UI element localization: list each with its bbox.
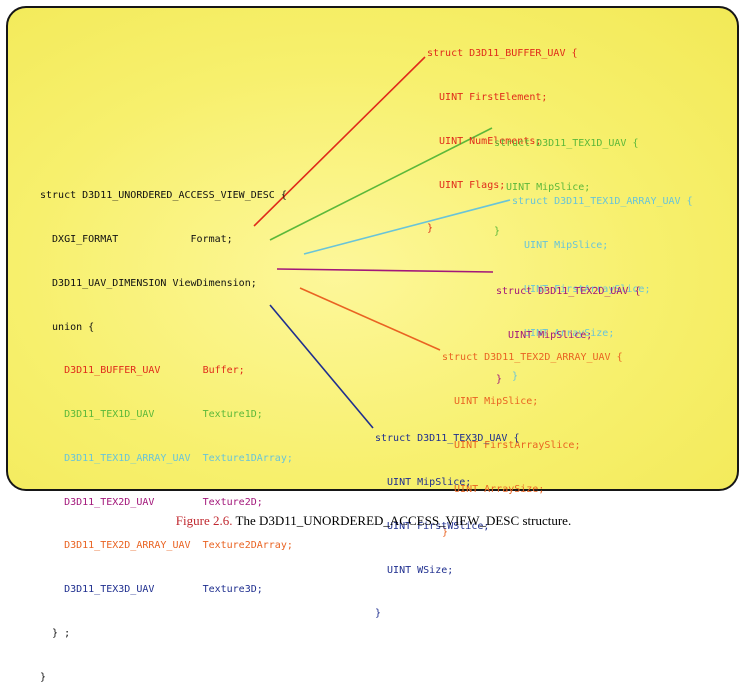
- figure-caption: Figure 2.6. The D3D11_UNORDERED_ACCESS_V…: [0, 513, 747, 529]
- struct-header: struct D3D11_TEX1D_UAV {: [494, 138, 639, 150]
- struct-field: UINT ArraySize;: [512, 327, 615, 339]
- struct-close: }: [494, 225, 501, 237]
- union-member-texture1d-array: D3D11_TEX1D_ARRAY_UAV Texture1DArray;: [40, 452, 293, 467]
- struct-field: UINT NumElements;: [427, 135, 542, 147]
- member-name: Buffer;: [202, 365, 245, 377]
- member-type: D3D11_TEX1D_UAV: [40, 409, 203, 421]
- struct-header: struct D3D11_TEX1D_ARRAY_UAV {: [512, 196, 693, 208]
- struct-field: UINT FirstElement;: [427, 91, 548, 103]
- union-member-texture2d: D3D11_TEX2D_UAV Texture2D;: [40, 496, 293, 511]
- format-field: DXGI_FORMAT Format;: [40, 233, 233, 245]
- member-type: D3D11_TEX2D_UAV: [40, 496, 203, 508]
- view-dimension-field: D3D11_UAV_DIMENSION ViewDimension;: [40, 277, 257, 289]
- struct-field: UINT MipSlice;: [375, 476, 472, 488]
- struct-header: struct D3D11_TEX2D_UAV {: [496, 286, 641, 298]
- struct-field: UINT FirstWSlice;: [375, 520, 490, 532]
- member-name: Texture1DArray;: [202, 452, 293, 464]
- member-name: Texture2D;: [202, 496, 263, 508]
- tex1d-array-uav-struct: struct D3D11_TEX1D_ARRAY_UAV { UINT MipS…: [512, 166, 693, 400]
- struct-close: }: [375, 608, 382, 620]
- member-name: Texture3D;: [202, 584, 263, 596]
- union-open: union {: [40, 321, 95, 333]
- struct-field: UINT FirstArraySlice;: [512, 283, 651, 295]
- struct-close: }: [427, 223, 434, 235]
- tex2d-uav-struct: struct D3D11_TEX2D_UAV { UINT MipSlice; …: [496, 256, 641, 402]
- figure-label: Figure 2.6.: [175, 513, 233, 528]
- main-struct-close: }: [40, 671, 47, 683]
- struct-field: UINT ArraySize;: [442, 483, 545, 495]
- union-member-texture2d-array: D3D11_TEX2D_ARRAY_UAV Texture2DArray;: [40, 539, 293, 554]
- struct-field: UINT MipSlice;: [512, 239, 609, 251]
- struct-field: UINT MipSlice;: [442, 395, 539, 407]
- member-name: Texture2DArray;: [202, 540, 293, 552]
- tex1d-uav-struct: struct D3D11_TEX1D_UAV { UINT MipSlice; …: [494, 108, 639, 254]
- struct-header: struct D3D11_BUFFER_UAV {: [427, 48, 578, 60]
- struct-close: }: [496, 373, 503, 385]
- struct-header: struct D3D11_TEX3D_UAV {: [375, 433, 520, 445]
- union-member-buffer: D3D11_BUFFER_UAV Buffer;: [40, 364, 293, 379]
- member-name: Texture1D;: [202, 409, 263, 421]
- struct-header: struct D3D11_TEX2D_ARRAY_UAV {: [442, 352, 623, 364]
- struct-field: UINT WSize;: [375, 564, 454, 576]
- struct-close: }: [512, 371, 519, 383]
- member-type: D3D11_TEX3D_UAV: [40, 584, 203, 596]
- member-type: D3D11_BUFFER_UAV: [40, 365, 203, 377]
- caption-text: The D3D11_UNORDERED_ACCESS_VIEW_DESC str…: [232, 513, 572, 528]
- union-member-texture1d: D3D11_TEX1D_UAV Texture1D;: [40, 408, 293, 423]
- main-struct: struct D3D11_UNORDERED_ACCESS_VIEW_DESC …: [40, 160, 293, 700]
- struct-field: UINT MipSlice;: [496, 329, 593, 341]
- main-struct-header: struct D3D11_UNORDERED_ACCESS_VIEW_DESC …: [40, 190, 287, 202]
- struct-field: UINT FirstArraySlice;: [442, 439, 581, 451]
- member-type: D3D11_TEX1D_ARRAY_UAV: [40, 452, 203, 464]
- buffer-uav-struct: struct D3D11_BUFFER_UAV { UINT FirstElem…: [427, 18, 578, 252]
- struct-field: UINT MipSlice;: [494, 181, 591, 193]
- struct-field: UINT Flags;: [427, 179, 506, 191]
- union-close: } ;: [40, 628, 71, 639]
- union-member-texture3d: D3D11_TEX3D_UAV Texture3D;: [40, 583, 293, 598]
- member-type: D3D11_TEX2D_ARRAY_UAV: [40, 540, 203, 552]
